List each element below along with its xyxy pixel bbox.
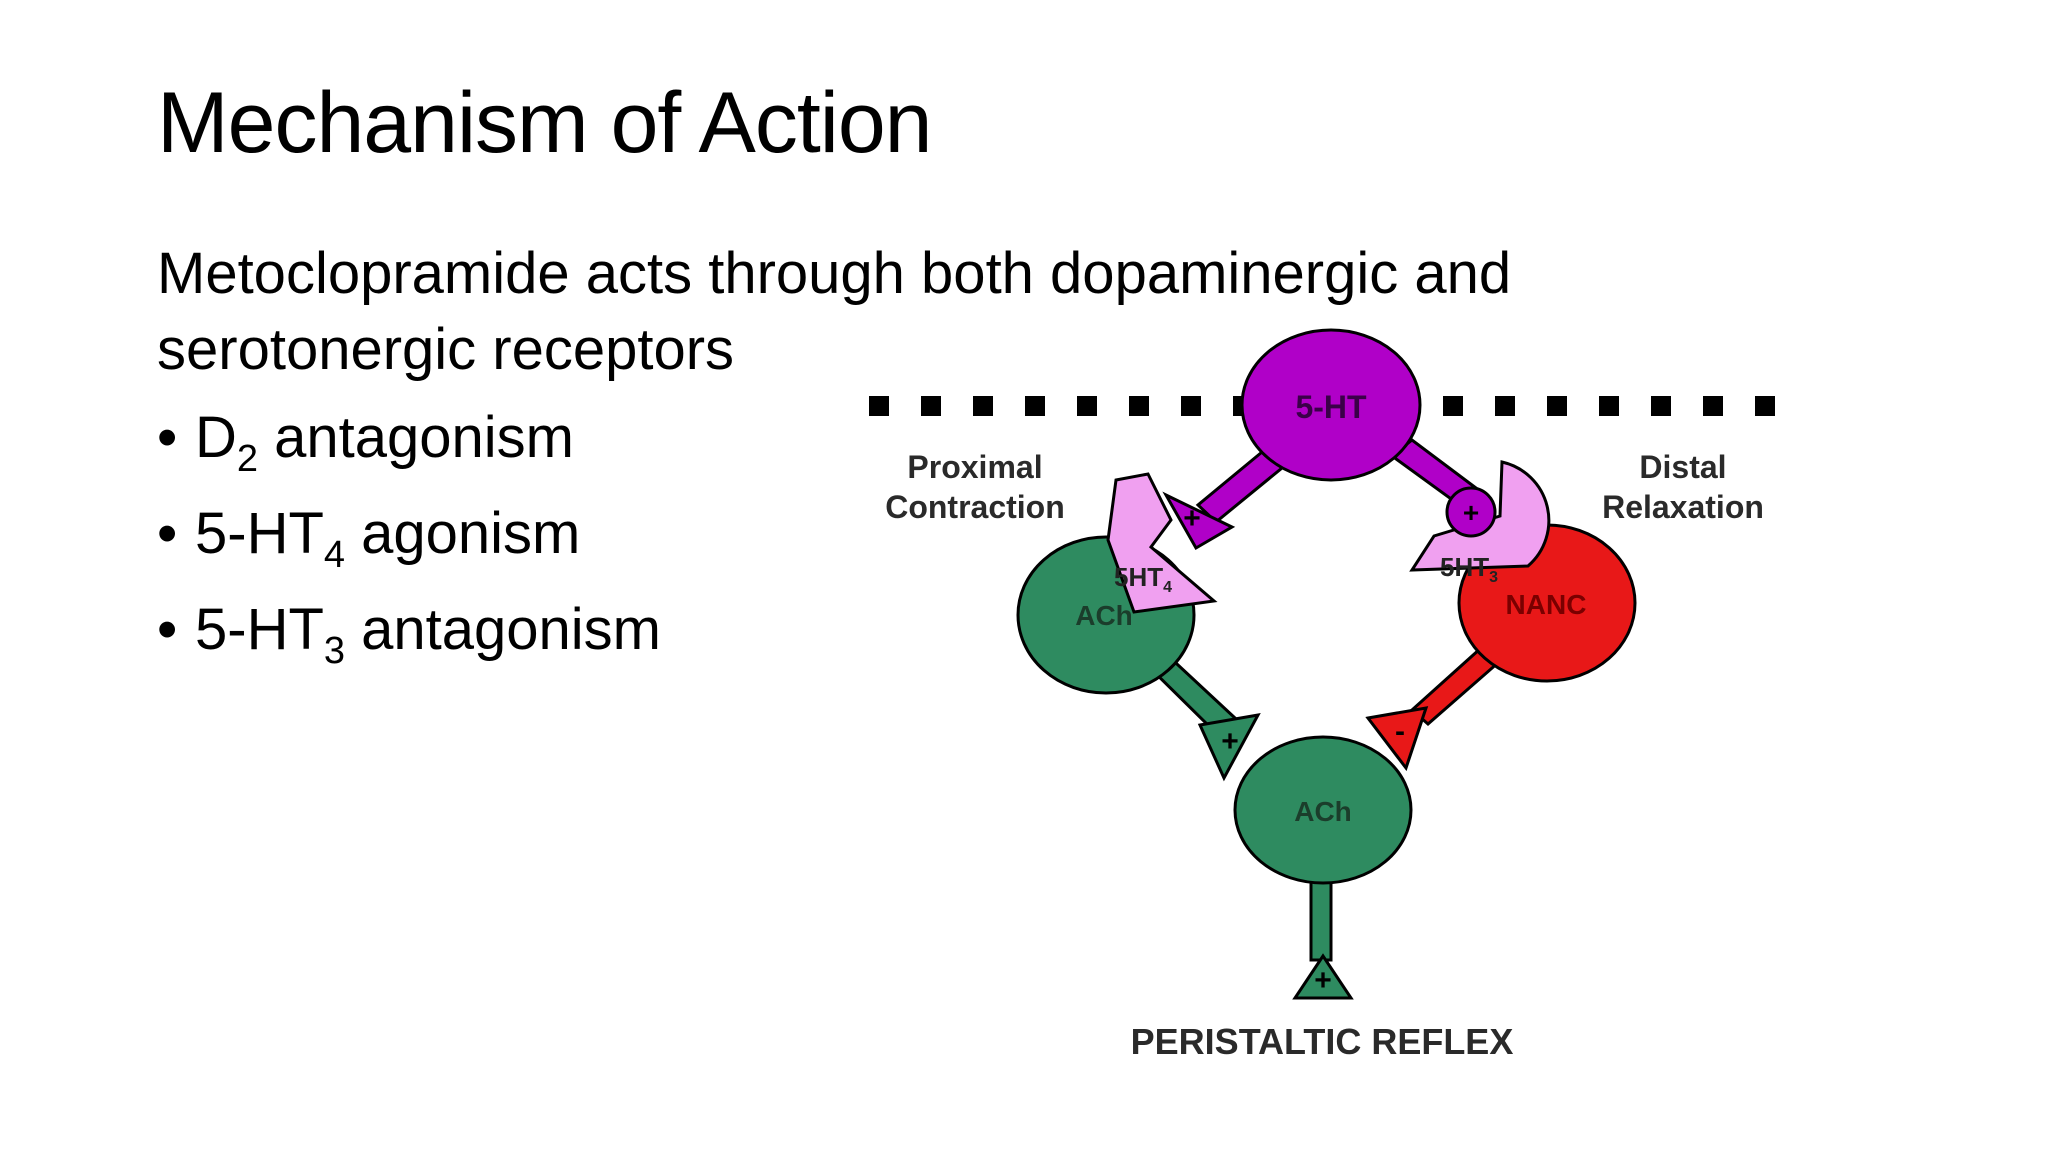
bullet-5ht3: • 5-HT3 antagonism bbox=[157, 592, 661, 688]
bullet-d2: • D2 antagonism bbox=[157, 400, 661, 496]
nanc-label: NANC bbox=[1506, 589, 1587, 620]
bullet-glyph: • bbox=[157, 597, 178, 662]
5ht4-main: 5HT bbox=[1114, 562, 1163, 592]
serotonin-arrowhead bbox=[1162, 491, 1236, 551]
bullet-list: •D2 antagonism •5-HT4 agonism •5-HT3 ant… bbox=[157, 400, 661, 688]
serotonin-label: 5-HT bbox=[1295, 389, 1367, 425]
5ht3-receptor-label: 5HT3 bbox=[1440, 552, 1498, 586]
serotonin-stalk-left bbox=[1195, 450, 1285, 524]
proximal-label: Proximal bbox=[907, 449, 1042, 485]
intro-text: Metoclopramide acts through both dopamin… bbox=[157, 241, 1512, 382]
5ht4-sub: 4 bbox=[1163, 579, 1172, 596]
ach-left-label: ACh bbox=[1075, 600, 1133, 631]
bullet-glyph: • bbox=[157, 405, 178, 470]
5ht3-sub: 3 bbox=[1489, 569, 1498, 586]
plus-serotonin-left: + bbox=[1183, 502, 1201, 535]
bullet-main: D bbox=[195, 405, 237, 470]
ach-left-arrowhead bbox=[1197, 712, 1261, 782]
plus-ach-bottom: + bbox=[1314, 964, 1332, 997]
barrier-line bbox=[869, 396, 1775, 416]
distal-label: Distal bbox=[1639, 449, 1726, 485]
ach-bottom-label: ACh bbox=[1294, 796, 1352, 827]
5ht4-receptor bbox=[1106, 472, 1218, 614]
bullet-sub: 4 bbox=[323, 534, 346, 576]
serotonin-node bbox=[1240, 328, 1422, 482]
5ht4-receptor-label: 5HT4 bbox=[1114, 562, 1172, 596]
bullet-sub: 3 bbox=[323, 630, 346, 672]
bullet-main: 5-HT bbox=[195, 597, 324, 662]
contraction-label: Contraction bbox=[885, 489, 1065, 525]
ach-bottom-arrowhead bbox=[1292, 953, 1354, 1000]
ach-bottom-node bbox=[1233, 735, 1413, 885]
bullet-glyph: • bbox=[157, 501, 178, 566]
5ht3-receptor bbox=[1409, 460, 1551, 572]
bullet-rest: agonism bbox=[345, 501, 581, 566]
5ht3-main: 5HT bbox=[1440, 552, 1489, 582]
bullet-rest: antagonism bbox=[258, 405, 575, 470]
bullet-5ht4: • 5-HT4 agonism bbox=[157, 496, 661, 592]
nanc-arrowhead bbox=[1365, 706, 1429, 772]
bullet-sub: 2 bbox=[236, 438, 259, 480]
bullet-rest: antagonism bbox=[345, 597, 662, 662]
ach-bottom-stalk bbox=[1309, 876, 1333, 962]
5ht3-binding-site bbox=[1445, 486, 1497, 538]
plus-ach-left: + bbox=[1221, 725, 1239, 758]
minus-nanc: - bbox=[1395, 715, 1405, 748]
plus-serotonin-right: + bbox=[1463, 497, 1479, 528]
relaxation-label: Relaxation bbox=[1602, 489, 1764, 525]
bullet-main: 5-HT bbox=[195, 501, 324, 566]
slide-title: Mechanism of Action bbox=[157, 75, 932, 171]
peristaltic-reflex-label: PERISTALTIC REFLEX bbox=[1131, 1021, 1514, 1062]
